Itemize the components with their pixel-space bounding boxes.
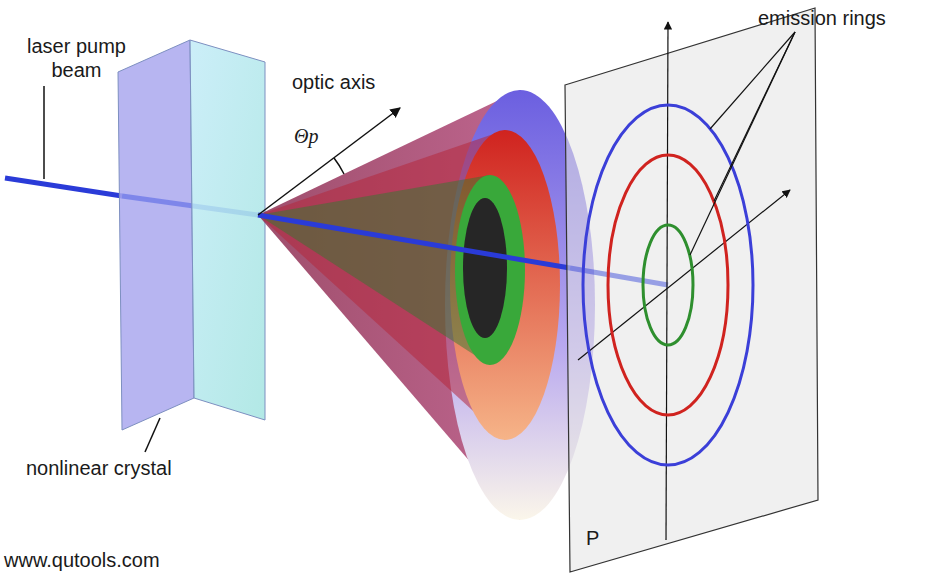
pump-beam	[5, 178, 122, 196]
cone-mouth-green	[455, 175, 525, 365]
beam-label: laser pump beam	[14, 34, 139, 82]
screen-plane	[565, 8, 818, 572]
watermark: www.qutools.com	[4, 548, 204, 572]
pump-beam	[258, 215, 570, 268]
cone-hole	[463, 198, 507, 338]
crystal-label: nonlinear crystal	[26, 456, 216, 480]
leader-line	[690, 32, 795, 255]
leader-line	[43, 86, 45, 179]
ring-green	[643, 225, 693, 345]
plane-axis	[666, 22, 668, 540]
leader-line	[710, 32, 795, 129]
angle-label: Θp	[294, 124, 334, 148]
rings-label: emission rings	[758, 6, 923, 30]
axis-label: optic axis	[292, 70, 402, 94]
crystal-face	[118, 40, 194, 430]
plane-label: P	[586, 526, 616, 550]
crystal-face	[190, 40, 265, 420]
plane-axis	[578, 190, 790, 360]
angle-arc	[334, 158, 344, 174]
leader-line	[145, 418, 160, 452]
ring-blue	[583, 105, 753, 465]
cone-mouth-red	[450, 130, 560, 440]
ring-red	[608, 155, 728, 415]
optic-axis-arrow	[258, 108, 400, 215]
